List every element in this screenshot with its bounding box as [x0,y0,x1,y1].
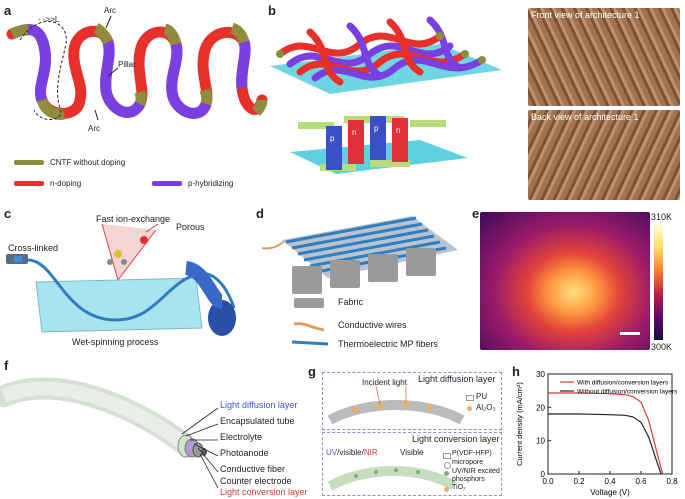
legend-label-cntf: CNTF without doping [50,158,126,167]
tio2-label: TiO₂ [452,484,466,491]
leg-letter-4: n [396,126,401,135]
legend-label-n-doping: n-doping [50,179,82,188]
y-tick-label-2: 20 [536,403,545,412]
legend-label-conductive-wires: Conductive wires [338,320,407,330]
conversion-layer-title: Light conversion layer [412,434,500,444]
fiber-cell-illustration [0,377,207,458]
al2o3-swatch [467,406,472,411]
leg-letter-2: n [352,128,357,137]
panel-label-e: e [472,206,480,221]
knit-architecture-3d [270,16,502,94]
pvdf-label: P(VDF-HFP) [452,450,492,457]
layer-photoanode: Photoanode [220,448,269,458]
y-tick-label-1: 10 [536,437,545,446]
phosphor-swatch [444,471,449,476]
layer-conductive-fiber: Conductive fiber [220,464,286,474]
phosphor-label-1: UV/NIR excited [452,468,500,475]
conversion-layer-box [322,432,502,496]
phosphor-label-2: phosphors [452,476,485,483]
micropore-label: micropore [452,459,484,466]
fabric-device-illustration [261,216,458,294]
pu-swatch [466,395,474,401]
panel-label-d: d [256,206,264,221]
y-axis-label: Current density (mA/cm²) [515,382,524,466]
scale-bar [620,332,640,335]
leg-letter-3: p [374,124,379,133]
x-tick-label-4: 0.8 [666,477,678,486]
x-tick-label-2: 0.4 [604,477,616,486]
nir-text: NIR [363,448,378,457]
series-line-0 [548,392,664,475]
layer-electrolyte: Electrolyte [220,432,263,442]
x-tick-label-0: 0.0 [542,477,554,486]
l-marker: - ->>L [38,15,60,24]
legend-swatch-n-doping [14,181,44,186]
panel-label-a: a [4,3,12,18]
front-view-photo: Front view of architecture 1 [528,8,680,106]
pvdf-swatch [443,453,451,459]
conversion-layer-drawing [327,466,457,491]
thermoelectric-legs [290,116,468,174]
y-tick-label-3: 30 [536,370,545,379]
panel-label-h: h [512,364,520,379]
panel-label-g: g [308,364,316,379]
cross-linked-label: Cross-linked [8,243,59,253]
layer-light-diffusion: Light diffusion layer [220,400,298,410]
panel-label-f: f [4,358,9,373]
back-view-title: Back view of architecture 1 [531,112,639,122]
slash-visible-text: /visible/ [337,448,364,457]
al2o3-label: Al₂O₃ [476,403,496,412]
legend-swatch-cntf [14,160,44,165]
colorbar-max-label: 310K [651,212,673,222]
legend-label-0: With diffusion/conversion layers [577,380,669,387]
diffusion-layer-drawing [327,385,465,425]
back-view-photo: Back view of architecture 1 [528,110,680,200]
legend-label-fabric: Fabric [338,297,364,307]
x-tick-label-1: 0.2 [573,477,585,486]
layer-leader-lines [181,407,219,489]
thermal-image [480,212,650,350]
colorbar-min-label: 300K [651,342,673,352]
uv-text: UV [326,448,338,457]
diffusion-layer-title: Light diffusion layer [418,374,496,384]
incident-light-label: Incident light [362,378,407,387]
tio2-swatch [444,487,449,492]
leg-letter-1: p [330,134,335,143]
visible-label: Visible [400,448,424,457]
x-axis-label: Voltage (V) [590,488,630,497]
panel-label-c: c [4,206,12,221]
fabric-legend-icons [291,298,329,346]
y-tick-label-0: 0 [541,470,546,479]
serpentine-fiber [6,15,268,121]
front-view-title: Front view of architecture 1 [531,10,640,20]
temperature-colorbar [654,224,663,340]
legend-label-thermoelectric-fibers: Thermoelectric MP fibers [338,339,438,349]
series-line-1 [548,413,662,475]
legend-label-p-hybridizing: p-hybridizing [188,179,234,188]
x-tick-label-3: 0.6 [635,477,647,486]
arc-top-label: Arc [104,6,116,15]
fast-ion-exchange-label: Fast ion-exchange [96,214,171,224]
pillar-label: Pillar [118,60,136,69]
legend-label-1: Without diffusion/conversion layers [577,389,678,396]
micropore-swatch [444,462,451,469]
porous-label: Porous [176,222,205,232]
panel-label-b: b [268,3,276,18]
legend-swatch-p-hybridizing [152,181,182,186]
arc-bottom-label: Arc [88,124,100,133]
layer-light-conversion: Light conversion layer [220,487,308,497]
wet-spinning-illustration [6,223,236,336]
layer-encapsulated-tube: Encapsulated tube [220,416,295,426]
wet-spinning-label: Wet-spinning process [72,337,159,347]
uv-visible-nir-text: UV/visible/NIR [326,448,378,457]
pu-label: PU [476,392,488,401]
diffusion-layer-box [322,372,502,430]
layer-counter-electrode: Counter electrode [220,476,292,486]
